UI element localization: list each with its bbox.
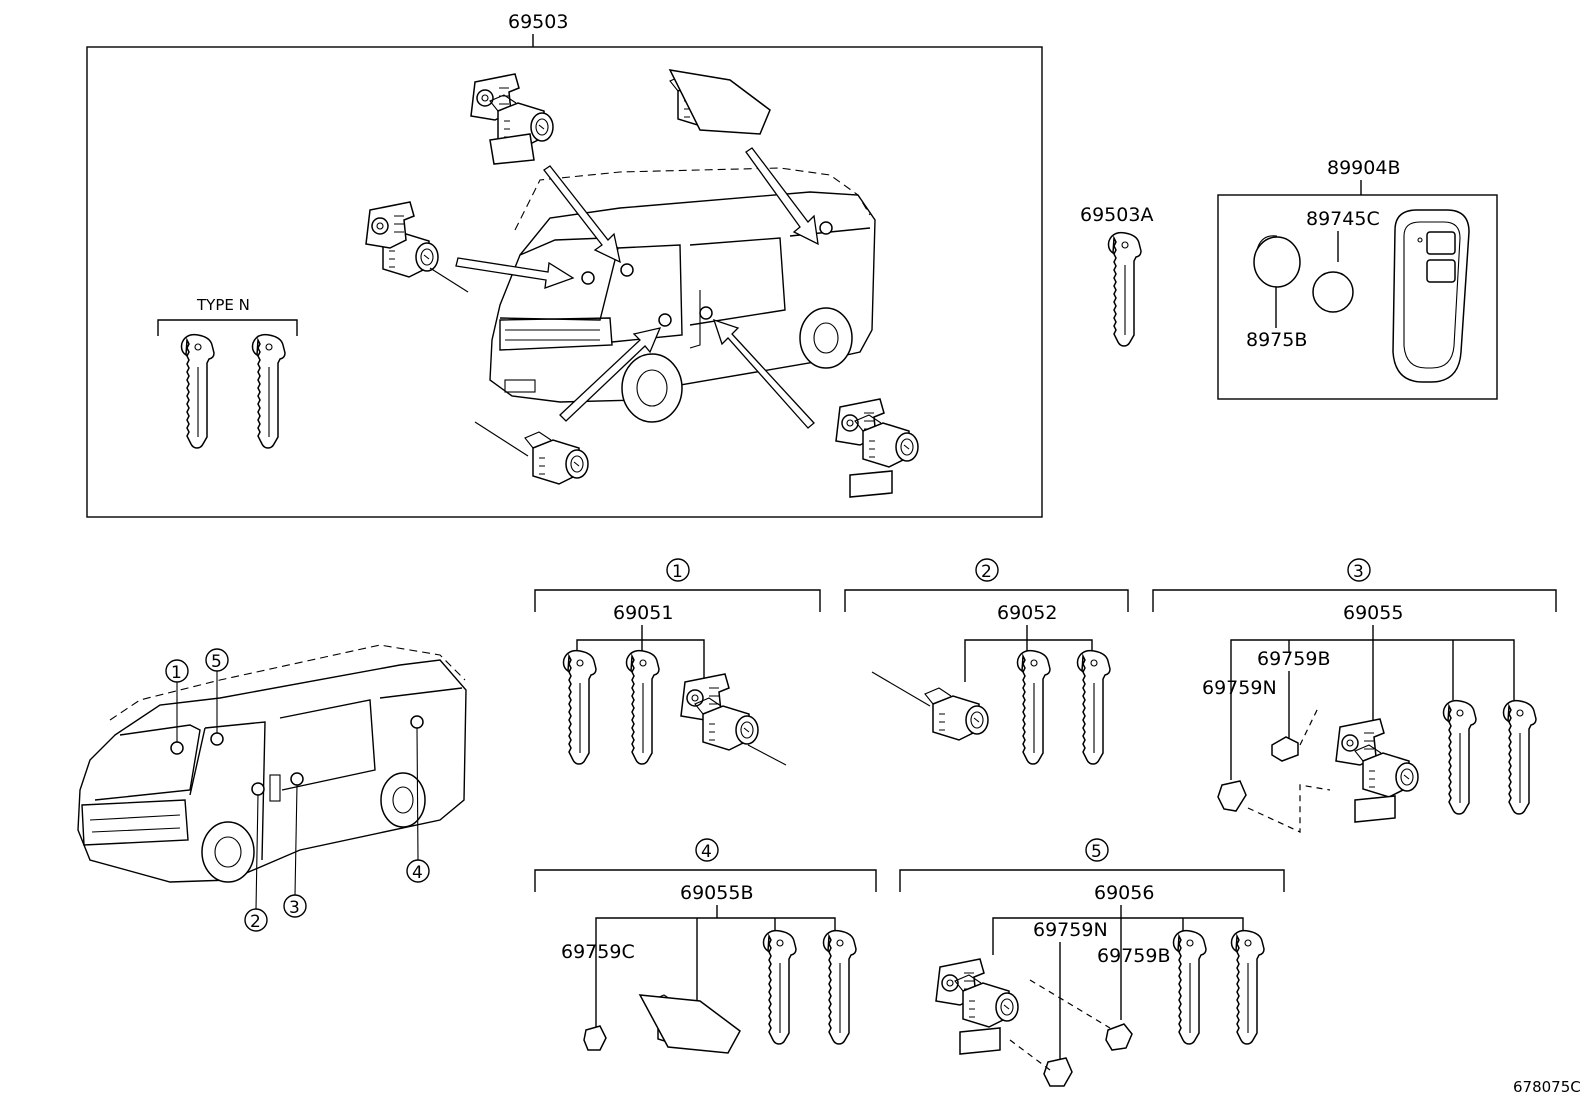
svg-text:4: 4 [412, 863, 423, 883]
key-icon [1502, 699, 1537, 815]
clip-part [583, 1025, 607, 1051]
svg-text:4: 4 [701, 842, 712, 862]
bracket-part [959, 1027, 1001, 1055]
set-1-group: 1 69051 [534, 558, 821, 766]
kit-69503-box [86, 46, 1043, 518]
type-n-bracket [157, 319, 298, 336]
key-icon [1172, 929, 1207, 1045]
label-type-n: TYPE N [196, 296, 250, 314]
svg-text:2: 2 [250, 912, 261, 932]
callout-3: 3 [283, 784, 307, 918]
plate-part [638, 994, 741, 1054]
set-5-group: 5 69056 69759N 69759B [899, 838, 1285, 1087]
key-icon [180, 333, 215, 449]
van-callout-illustration [77, 644, 467, 883]
battery-icon [1312, 271, 1354, 313]
svg-text:3: 3 [1353, 562, 1364, 582]
key-icon [1016, 649, 1051, 765]
key-icon [1107, 231, 1142, 347]
label-69759B-a: 69759B [1257, 648, 1330, 670]
svg-text:3: 3 [289, 898, 300, 918]
label-69759C: 69759C [561, 941, 635, 963]
label-69759N-b: 69759N [1033, 919, 1108, 941]
label-69503A: 69503A [1080, 204, 1153, 226]
key-icon [762, 929, 797, 1045]
bracket-part [489, 133, 535, 165]
bracket-part [849, 470, 893, 498]
set-3-group: 3 69055 69759B 69759N [1152, 558, 1557, 833]
callout-1: 1 [165, 659, 189, 742]
bracket-part [1354, 795, 1396, 823]
label-8975B: 8975B [1246, 329, 1307, 351]
svg-text:2: 2 [981, 562, 992, 582]
set-2-group: 2 69052 [844, 558, 1129, 765]
callout-2: 2 [244, 794, 268, 932]
set-4-group: 4 69055B 69759C [534, 838, 877, 1054]
svg-text:1: 1 [672, 562, 683, 582]
key-icon [1230, 929, 1265, 1045]
plate-part [668, 69, 771, 135]
clip-part [1271, 736, 1299, 762]
clip-part [1043, 1057, 1073, 1087]
label-69055: 69055 [1343, 602, 1403, 624]
clip-part [1217, 780, 1247, 812]
arrow [712, 318, 815, 429]
key-icon [625, 649, 660, 765]
remote-kit-box [1217, 194, 1498, 400]
label-69503: 69503 [508, 11, 568, 33]
label-69759N-a: 69759N [1202, 677, 1277, 699]
callout-5: 5 [205, 648, 229, 733]
svg-text:1: 1 [171, 663, 182, 683]
svg-text:5: 5 [1091, 842, 1102, 862]
cover-icon [1253, 236, 1301, 288]
key-icon [562, 649, 597, 765]
label-69056: 69056 [1094, 882, 1154, 904]
arrow [745, 147, 819, 246]
arrow [455, 257, 575, 289]
label-69051: 69051 [613, 602, 673, 624]
lock-cylinder-part [924, 687, 989, 741]
diagram-id: 678075C [1513, 1078, 1581, 1096]
key-icon [251, 333, 286, 449]
arrow [559, 327, 662, 422]
label-69759B-b: 69759B [1097, 945, 1170, 967]
van-illustration [489, 167, 876, 423]
label-69052: 69052 [997, 602, 1057, 624]
lock-cylinder-part [524, 431, 589, 485]
clip-part [1105, 1023, 1133, 1051]
key-icon [1442, 699, 1477, 815]
label-89904B: 89904B [1327, 157, 1400, 179]
svg-text:5: 5 [211, 652, 222, 672]
arrow [543, 165, 621, 264]
remote-key-fob [1392, 209, 1470, 383]
label-89745C: 89745C [1306, 208, 1380, 230]
key-icon [1076, 649, 1111, 765]
callout-4: 4 [406, 727, 430, 883]
label-69055B: 69055B [680, 882, 753, 904]
key-icon [822, 929, 857, 1045]
